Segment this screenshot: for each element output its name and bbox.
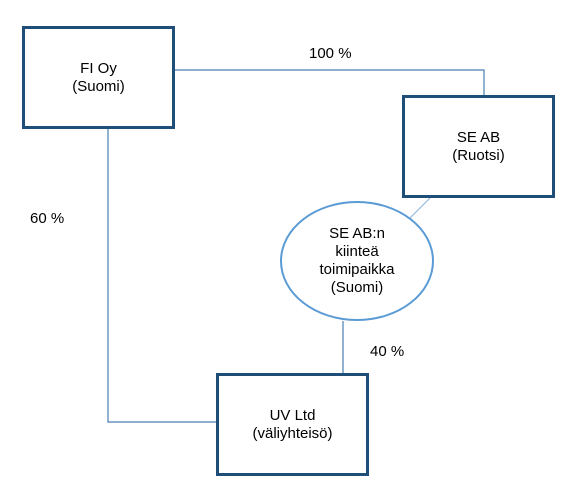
fi-oy-name: FI Oy (80, 59, 117, 77)
permanent-establishment-ellipse: SE AB:n kiinteä toimipaikka (Suomi) (280, 201, 434, 321)
se-ab-country: (Ruotsi) (452, 146, 505, 164)
ownership-label-fi-se: 100 % (309, 45, 352, 62)
se-ab-box: SE AB (Ruotsi) (402, 95, 555, 198)
connector-fi-uv (107, 129, 216, 423)
pe-line-2: kiinteä (335, 243, 379, 260)
ownership-label-pe-uv: 40 % (370, 343, 405, 360)
ownership-label-fi-uv: 60 % (30, 210, 65, 227)
uv-ltd-box: UV Ltd (väliyhteisö) (216, 373, 369, 476)
fi-oy-country: (Suomi) (72, 77, 125, 95)
uv-ltd-subtitle: (väliyhteisö) (252, 424, 333, 442)
pe-line-3: toimipaikka (319, 261, 395, 278)
se-ab-name: SE AB (456, 128, 501, 146)
fi-oy-box: FI Oy (Suomi) (22, 26, 175, 129)
connector-fi-se (175, 69, 485, 95)
connector-se-pe (409, 197, 431, 219)
pe-line-1: SE AB:n (329, 225, 385, 242)
pe-line-4: (Suomi) (330, 279, 384, 296)
uv-ltd-name: UV Ltd (269, 406, 316, 424)
